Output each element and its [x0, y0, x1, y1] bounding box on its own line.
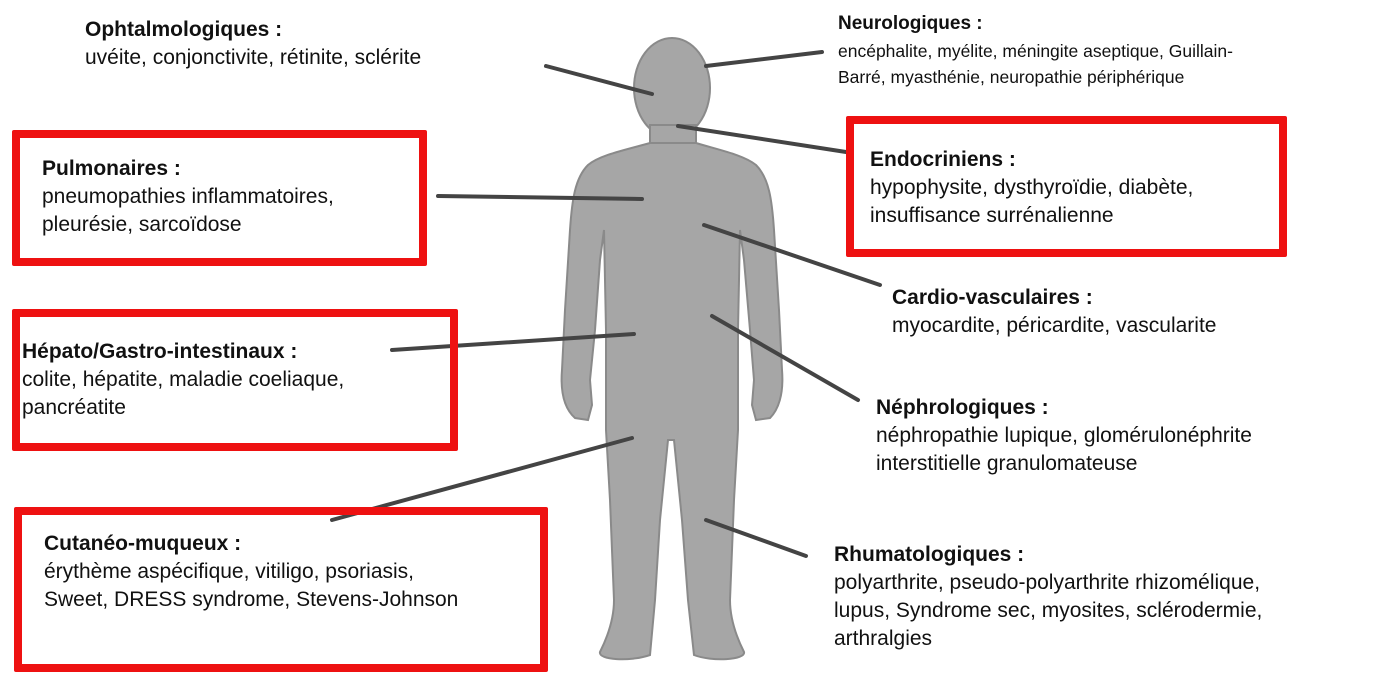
- category-items: polyarthrite, pseudo-polyarthrite rhizom…: [834, 569, 1262, 653]
- category-cardio: Cardio-vasculaires : myocardite, péricar…: [892, 284, 1216, 340]
- leader-line-neurologiques: [706, 52, 822, 66]
- body-head: [634, 38, 710, 138]
- category-items: pneumopathies inflammatoires, pleurésie,…: [42, 183, 334, 239]
- category-items: uvéite, conjonctivite, rétinite, sclérit…: [85, 44, 421, 72]
- category-items: myocardite, péricardite, vascularite: [892, 312, 1216, 340]
- category-nephro: Néphrologiques : néphropathie lupique, g…: [876, 394, 1252, 478]
- category-title: Néphrologiques :: [876, 394, 1252, 422]
- category-title: Ophtalmologiques :: [85, 16, 421, 44]
- category-items: érythème aspécifique, vitiligo, psoriasi…: [44, 558, 458, 614]
- category-pulmonaires: Pulmonaires : pneumopathies inflammatoir…: [42, 155, 334, 239]
- category-cutaneo: Cutanéo-muqueux : érythème aspécifique, …: [44, 530, 458, 614]
- category-title: Hépato/Gastro-intestinaux :: [22, 338, 344, 366]
- category-items: colite, hépatite, maladie coeliaque, pan…: [22, 366, 344, 422]
- category-title: Rhumatologiques :: [834, 541, 1262, 569]
- category-items: néphropathie lupique, glomérulonéphrite …: [876, 422, 1252, 478]
- category-rhumato: Rhumatologiques : polyarthrite, pseudo-p…: [834, 541, 1262, 653]
- category-hepato: Hépato/Gastro-intestinaux : colite, hépa…: [22, 338, 344, 422]
- category-title: Neurologiques :: [838, 10, 1233, 38]
- category-endocriniens: Endocriniens : hypophysite, dysthyroïdie…: [870, 146, 1193, 230]
- category-neurologiques: Neurologiques : encéphalite, myélite, mé…: [838, 10, 1233, 90]
- category-ophtalmologiques: Ophtalmologiques : uvéite, conjonctivite…: [85, 16, 421, 72]
- category-title: Cutanéo-muqueux :: [44, 530, 458, 558]
- body-silhouette: [562, 38, 783, 659]
- category-title: Pulmonaires :: [42, 155, 334, 183]
- body-trunk-and-limbs: [562, 143, 783, 659]
- category-title: Cardio-vasculaires :: [892, 284, 1216, 312]
- category-title: Endocriniens :: [870, 146, 1193, 174]
- category-items: hypophysite, dysthyroïdie, diabète, insu…: [870, 174, 1193, 230]
- category-items: encéphalite, myélite, méningite aseptiqu…: [838, 38, 1233, 90]
